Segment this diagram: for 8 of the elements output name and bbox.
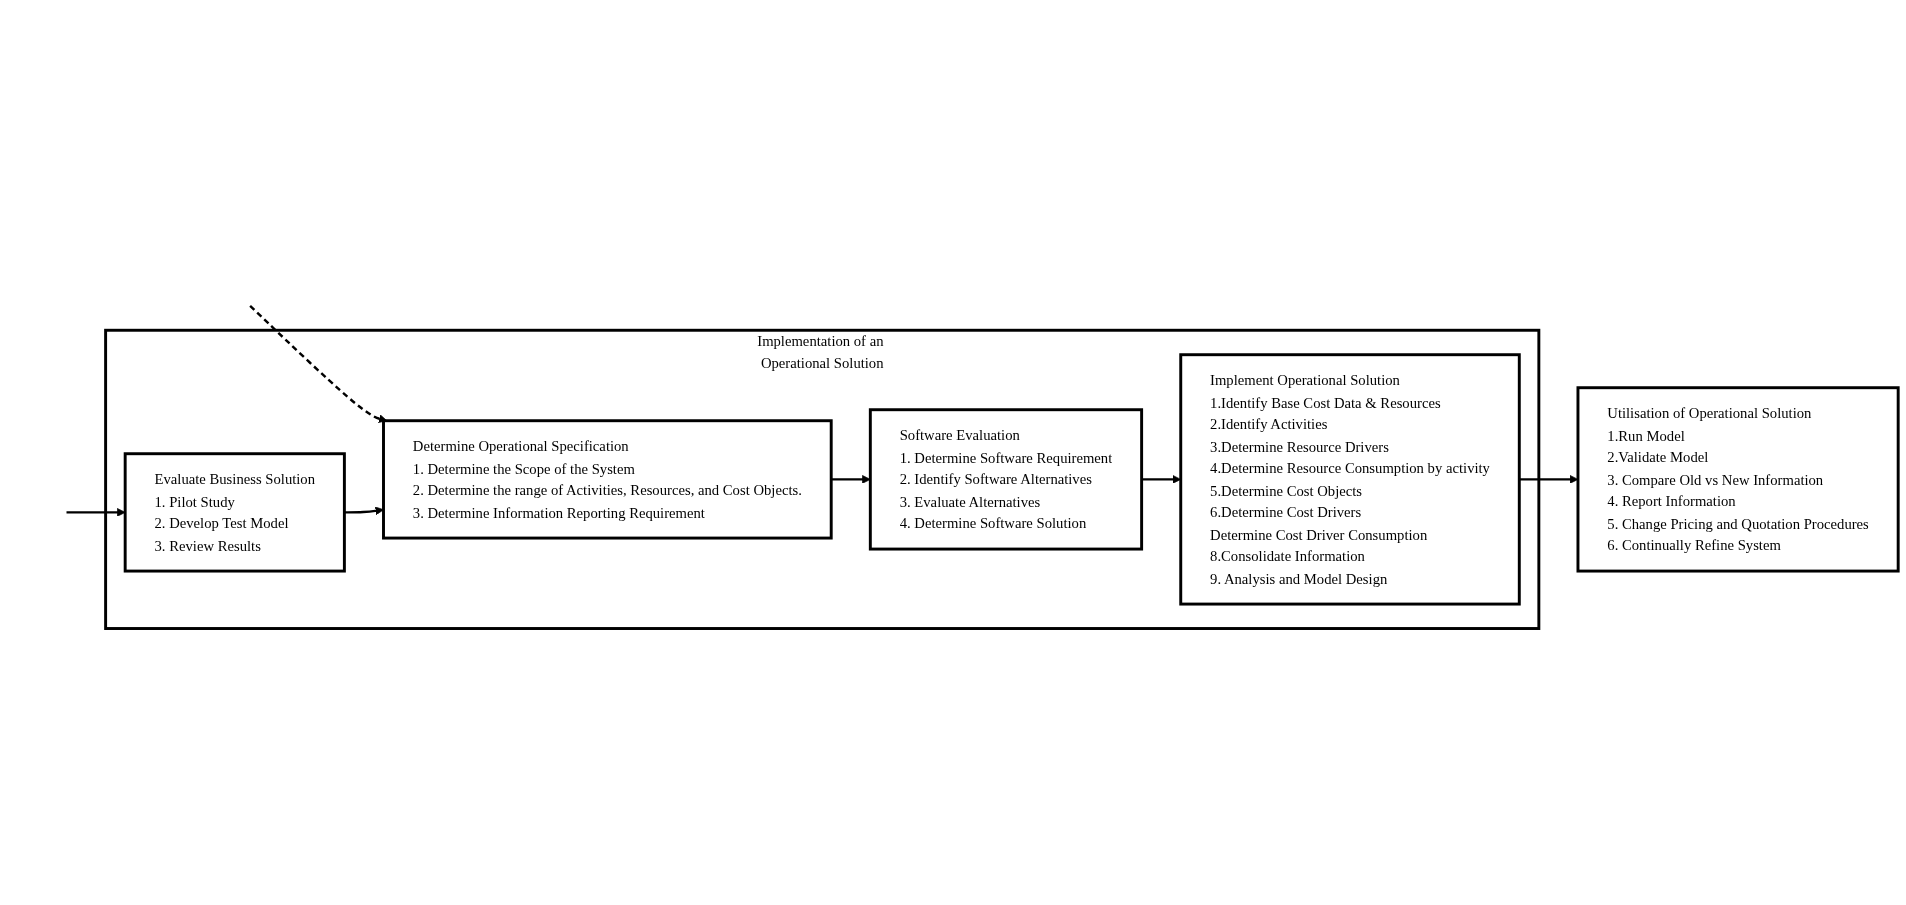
node-box: Utilisation of Operational Solution 1.Run Model 2.Validate Model 3. Compare Old vs New Information 4. Report Information 5. Change Pricing and Quotation Procedures 6. Continually Refine System — [1576, 386, 1900, 573]
arrow — [344, 506, 384, 516]
arrow — [66, 508, 126, 517]
node-box: Determine Operational Specification 1. Determine the Scope of the System 2. Determine the range of Activities, Resources, and Cost Objects. 3. Determine Information Reporting Requirement — [382, 419, 833, 540]
node-box: Implement Operational Solution 1.Identify Base Cost Data & Resources 2.Identify Activities 3.Determine Resource Drivers 4.Determine Resource Consumption by activity 5.Determine Cost Objects 6.Determine Cost Drivers Determine Cost Driver Consumption 8.Consolidate Information 9. Analysis and Model Design — [1179, 353, 1521, 606]
arrow — [831, 475, 871, 484]
node-box: Software Evaluation 1. Determine Software Requirement 2. Identify Software Alternatives 3. Evaluate Alternatives 4. Determine Software Solution — [868, 408, 1144, 551]
node-box: Evaluate Business Solution 1. Pilot Study 2. Develop Test Model 3. Review Results — [123, 452, 346, 573]
